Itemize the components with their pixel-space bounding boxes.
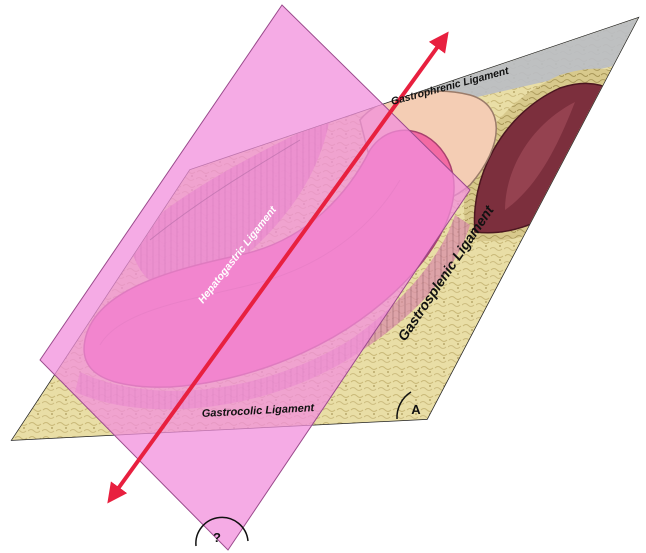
angle-a-label: A bbox=[411, 402, 421, 417]
vertical-transparent-plane bbox=[40, 5, 470, 550]
angle-unknown-label: ? bbox=[213, 530, 221, 545]
